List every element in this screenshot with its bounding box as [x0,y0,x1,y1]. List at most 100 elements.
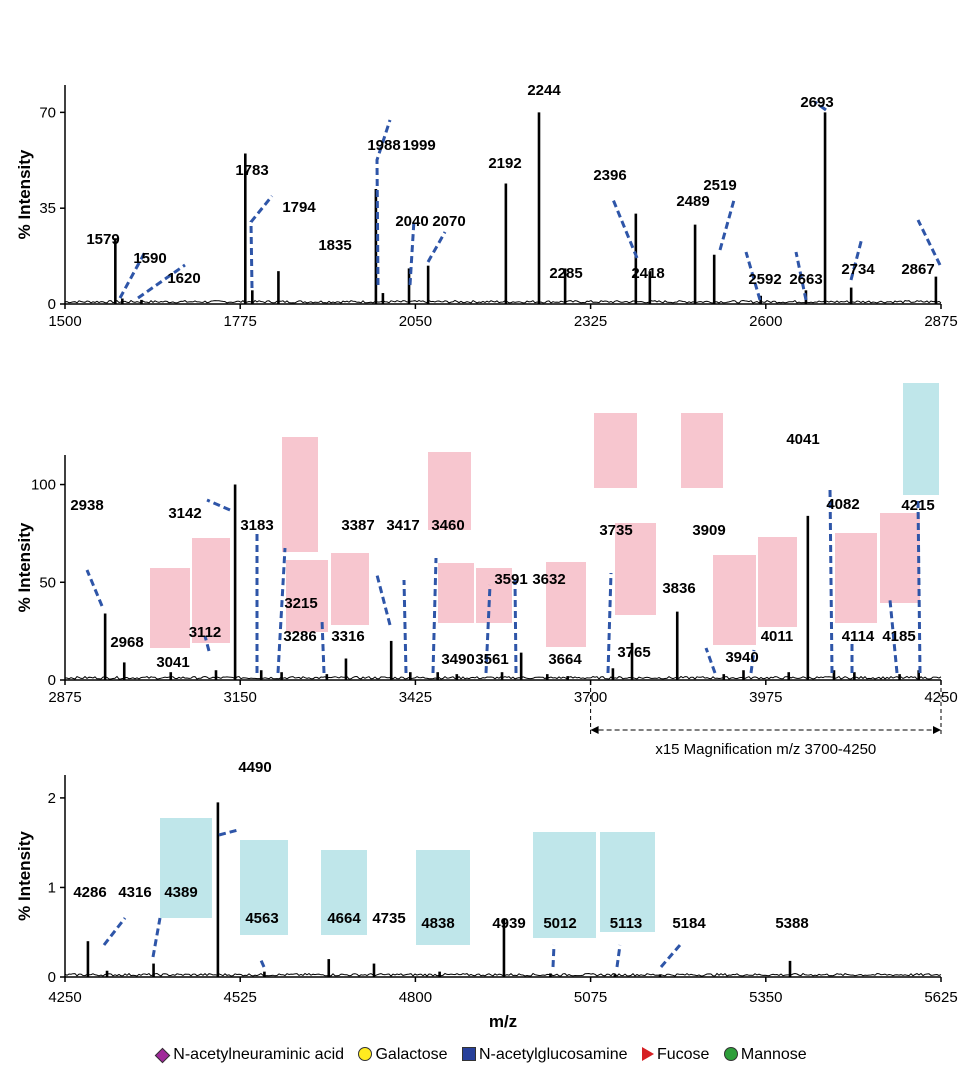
legend: N-acetylneuraminic acid Galactose N-acet… [0,1046,964,1064]
highlight-box [835,533,877,623]
peak-label: 3316 [331,628,364,645]
y-tick-label: 100 [31,477,56,494]
peak-label: 3836 [662,580,695,597]
y-tick-label: 1 [48,879,56,896]
peak-label: 4735 [372,910,405,927]
peak-label: 2867 [901,261,934,278]
highlight-box [600,832,655,932]
peak-label: 4185 [882,628,915,645]
x-axis-label: m/z [489,1012,517,1031]
x-tick-label: 1775 [224,313,257,330]
peak-label: 3417 [386,517,419,534]
peak-label: 4939 [492,915,525,932]
legend-item-neuac: N-acetylneuraminic acid [155,1046,344,1064]
baseline-noise [64,972,942,977]
leader-line [718,199,736,251]
peak-label: 4490 [238,759,271,776]
peak-label: 2693 [800,94,833,111]
magnification-arrowhead-left [590,726,599,734]
leader-line [849,237,864,281]
peak-label: 4011 [761,628,794,645]
peak-label: 4041 [786,431,819,448]
y-tick-label: 0 [48,672,56,689]
highlight-box [160,818,212,918]
peak-label: 2663 [789,271,822,288]
peak-label: 2734 [841,261,875,278]
leader-line [513,579,518,674]
green-circle-icon [723,1047,738,1061]
leader-line [551,944,556,968]
leader-line [704,647,717,674]
leader-line [615,944,622,968]
peak-label: 2968 [110,634,143,651]
highlight-box [681,413,723,488]
leader-line [137,263,186,300]
leader-line [659,944,682,968]
leader-line [431,557,438,674]
x-tick-label: 4250 [48,989,81,1006]
legend-item-galactose: Galactose [358,1046,448,1064]
x-tick-label: 2600 [749,313,782,330]
y-tick-label: 50 [39,574,56,591]
peak-label: 3286 [283,628,316,645]
peak-label: 2244 [527,82,561,99]
highlight-box [758,537,797,627]
peak-label: 3632 [532,571,565,588]
highlight-box [240,840,288,935]
peak-label: 2489 [676,193,709,210]
peak-label: 2040 [395,213,428,230]
leader-line [118,251,147,299]
peak-label: 1579 [86,231,119,248]
peak-label: 3112 [189,624,222,641]
leader-line [610,196,639,259]
peak-label: 4114 [842,628,875,645]
peak-label: 3387 [341,517,374,534]
peak-label: 2396 [593,167,626,184]
y-tick-label: 2 [48,790,56,807]
leader-line [828,487,834,674]
peak-label: 5113 [610,915,643,932]
peak-label: 3765 [617,644,650,661]
peak-label: 3735 [599,522,632,539]
y-tick-label: 0 [48,969,56,986]
leader-line [320,619,326,674]
red-triangle-icon [641,1047,654,1061]
y-tick-label: 70 [39,104,56,121]
x-tick-label: 2875 [924,313,957,330]
leader-line [102,917,127,946]
peak-label: 4215 [901,497,934,514]
leader-line [744,251,762,301]
highlight-box [331,553,369,625]
leader-line [85,569,104,607]
leader-line [402,579,408,674]
peak-label: 2519 [703,177,736,194]
legend-item-mannose: Mannose [723,1046,807,1064]
peak-label: 1620 [167,270,200,287]
peak-label: 4286 [73,884,106,901]
peak-label: 1794 [282,199,316,216]
leader-line [916,499,922,674]
leader-line [276,547,287,674]
peak-label: 3183 [240,517,273,534]
peak-label: 3460 [431,517,464,534]
peak-label: 4082 [826,496,859,513]
peak-label: 2285 [549,265,582,282]
peak-label: 2070 [432,213,465,230]
legend-item-fucose: Fucose [641,1046,709,1064]
leader-line [258,957,266,968]
peak-label: 2938 [70,497,103,514]
peak-label: 3909 [692,522,725,539]
peak-label: 1999 [402,137,435,154]
highlight-box [713,555,756,645]
highlight-box [594,413,637,488]
x-tick-label: 3425 [399,689,432,706]
x-tick-label: 5350 [749,989,782,1006]
peak-label: 4316 [118,884,151,901]
peak-label: 4838 [421,915,454,932]
highlight-box [428,452,471,530]
leader-line [888,599,899,674]
yellow-circle-icon [358,1047,373,1061]
peak-label: 3490 [441,651,474,668]
